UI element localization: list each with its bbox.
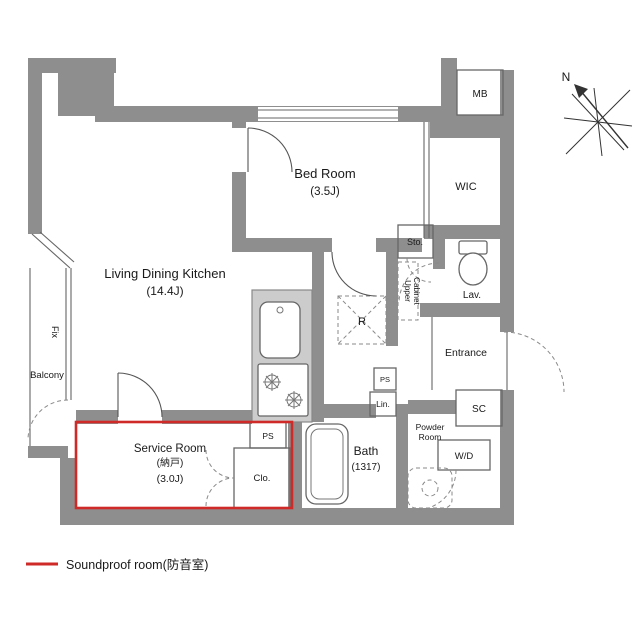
hall-door-arc [331, 251, 377, 297]
upper-cabinet-box [397, 261, 419, 321]
shoe-closet-box [455, 389, 503, 427]
powder-room-label-2: Room [419, 432, 442, 442]
ldk-size: (14.4J) [146, 284, 183, 298]
wd-label: W/D [455, 451, 474, 462]
clo-label: Clo. [254, 473, 271, 484]
meter-box [456, 69, 504, 116]
lavatory-door-arc [398, 262, 440, 304]
toilet-icon [458, 240, 488, 286]
ldk-label: Living Dining Kitchen [104, 266, 225, 281]
stove-icon [257, 363, 309, 417]
upper-cabinet-label-2: Cabinet [412, 277, 421, 305]
north-arrowhead [574, 84, 588, 98]
fixtures [251, 240, 488, 509]
linen-box [369, 391, 397, 417]
fridge-label: R [358, 316, 366, 328]
lin-label: Lin. [376, 399, 390, 409]
service-room-size: (3.0J) [157, 473, 184, 485]
compass-north-icon: N [562, 70, 633, 157]
ps-label-b: PS [380, 375, 390, 384]
sc-label: SC [472, 404, 486, 415]
door-arcs [27, 127, 565, 511]
bath-size: (1317) [352, 462, 381, 473]
bath-label: Bath [354, 444, 379, 458]
bathtub-icon [305, 423, 349, 505]
corner-window [31, 233, 71, 269]
ps-label-a: PS [262, 431, 274, 441]
fix-label: Fix [50, 326, 60, 338]
storage-box [397, 224, 434, 259]
bedroom-window [258, 107, 398, 121]
lav-label: Lav. [463, 290, 481, 301]
upper-cabinet-label-1: Upper [403, 280, 412, 302]
mb-label: MB [473, 89, 488, 100]
soundproof-room-outline [74, 420, 294, 510]
bedroom-label: Bed Room [294, 166, 355, 181]
burner-icon [263, 373, 303, 409]
balcony-door-arc [27, 399, 69, 441]
wic-label: WIC [455, 181, 476, 193]
room-labels: Living Dining Kitchen (14.4J) Bed Room (… [30, 89, 488, 485]
bedroom-size: (3.5J) [310, 186, 340, 198]
powder-room-label-1: Powder [416, 422, 445, 432]
bedroom-door-arc [247, 127, 293, 173]
washer-dryer-box [437, 439, 491, 471]
powder-room-door-arc [415, 469, 457, 511]
north-label: N [562, 70, 571, 84]
storage-door-arc [406, 257, 432, 283]
balcony-label: Balcony [30, 370, 64, 381]
service-room-kanji: (納戸) [157, 456, 184, 469]
washbasin-icon [407, 467, 453, 509]
windows-and-partitions [29, 107, 508, 446]
legend-label: Soundproof room(防音室) [66, 557, 208, 572]
service-room-door-arc [117, 372, 163, 418]
legend: Soundproof room(防音室) [26, 557, 208, 572]
pipe-space-small-box [373, 367, 397, 391]
closet-door-arc-top [205, 449, 235, 479]
refrigerator-icon [337, 295, 387, 345]
entrance-label: Entrance [445, 347, 487, 359]
closet-door-arc-bottom [205, 477, 235, 507]
service-room-label: Service Room [134, 443, 206, 455]
kitchen-counter-icon [251, 289, 313, 423]
sto-label: Sto. [407, 237, 423, 247]
sink-icon [259, 301, 301, 359]
entrance-door-arc [503, 331, 565, 393]
